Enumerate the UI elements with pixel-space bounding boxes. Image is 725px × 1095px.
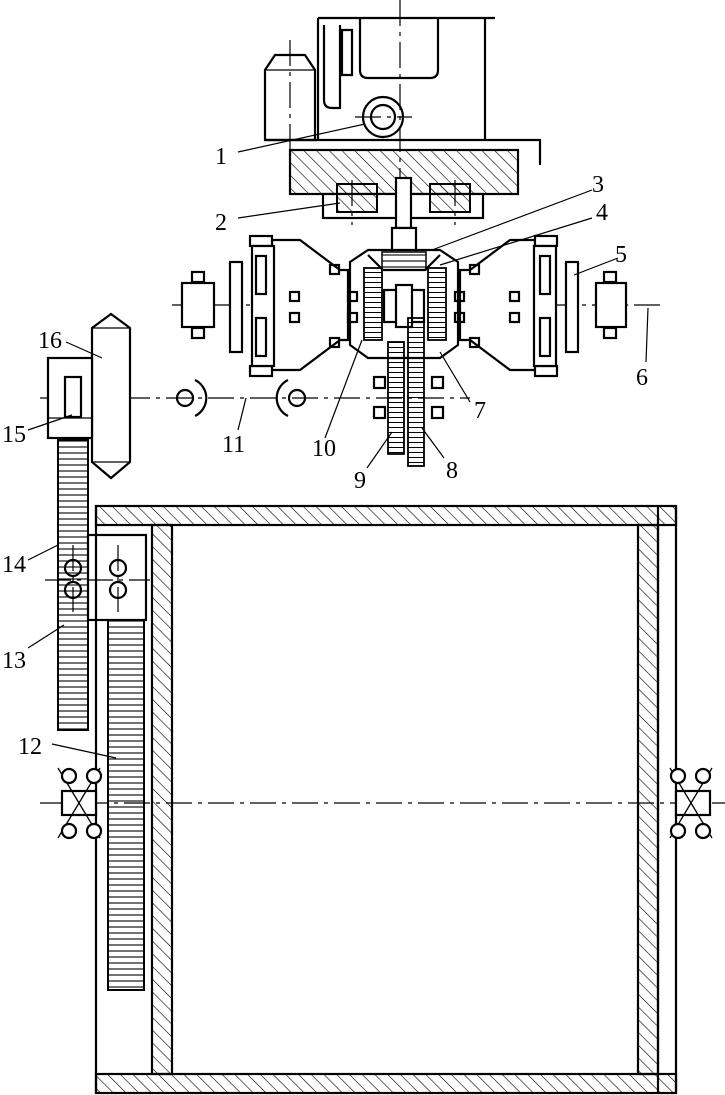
gear-train — [40, 317, 470, 467]
label-8: 8 — [446, 458, 458, 484]
main-frame — [40, 504, 725, 1095]
bevel-gear-assembly — [172, 234, 660, 378]
label-14: 14 — [2, 552, 26, 578]
label-6: 6 — [636, 365, 648, 391]
label-11: 11 — [222, 432, 245, 458]
label-12: 12 — [18, 734, 42, 760]
label-7: 7 — [474, 398, 486, 424]
label-10: 10 — [312, 436, 336, 462]
label-15: 15 — [2, 422, 26, 448]
label-2: 2 — [215, 210, 227, 236]
label-3: 3 — [592, 172, 604, 198]
rack-pinion-assembly — [45, 312, 150, 991]
leader-lines — [27, 123, 649, 759]
drive-motor-assembly — [263, 0, 542, 260]
left-roller-set — [57, 767, 103, 840]
label-9: 9 — [354, 468, 366, 494]
label-13: 13 — [2, 648, 26, 674]
part-labels: 1 2 3 4 5 6 7 8 9 10 11 12 13 14 15 16 — [2, 144, 648, 760]
label-1: 1 — [215, 144, 227, 170]
label-5: 5 — [615, 242, 627, 268]
label-16: 16 — [38, 328, 62, 354]
label-4: 4 — [596, 200, 608, 226]
right-roller-set — [669, 767, 713, 840]
